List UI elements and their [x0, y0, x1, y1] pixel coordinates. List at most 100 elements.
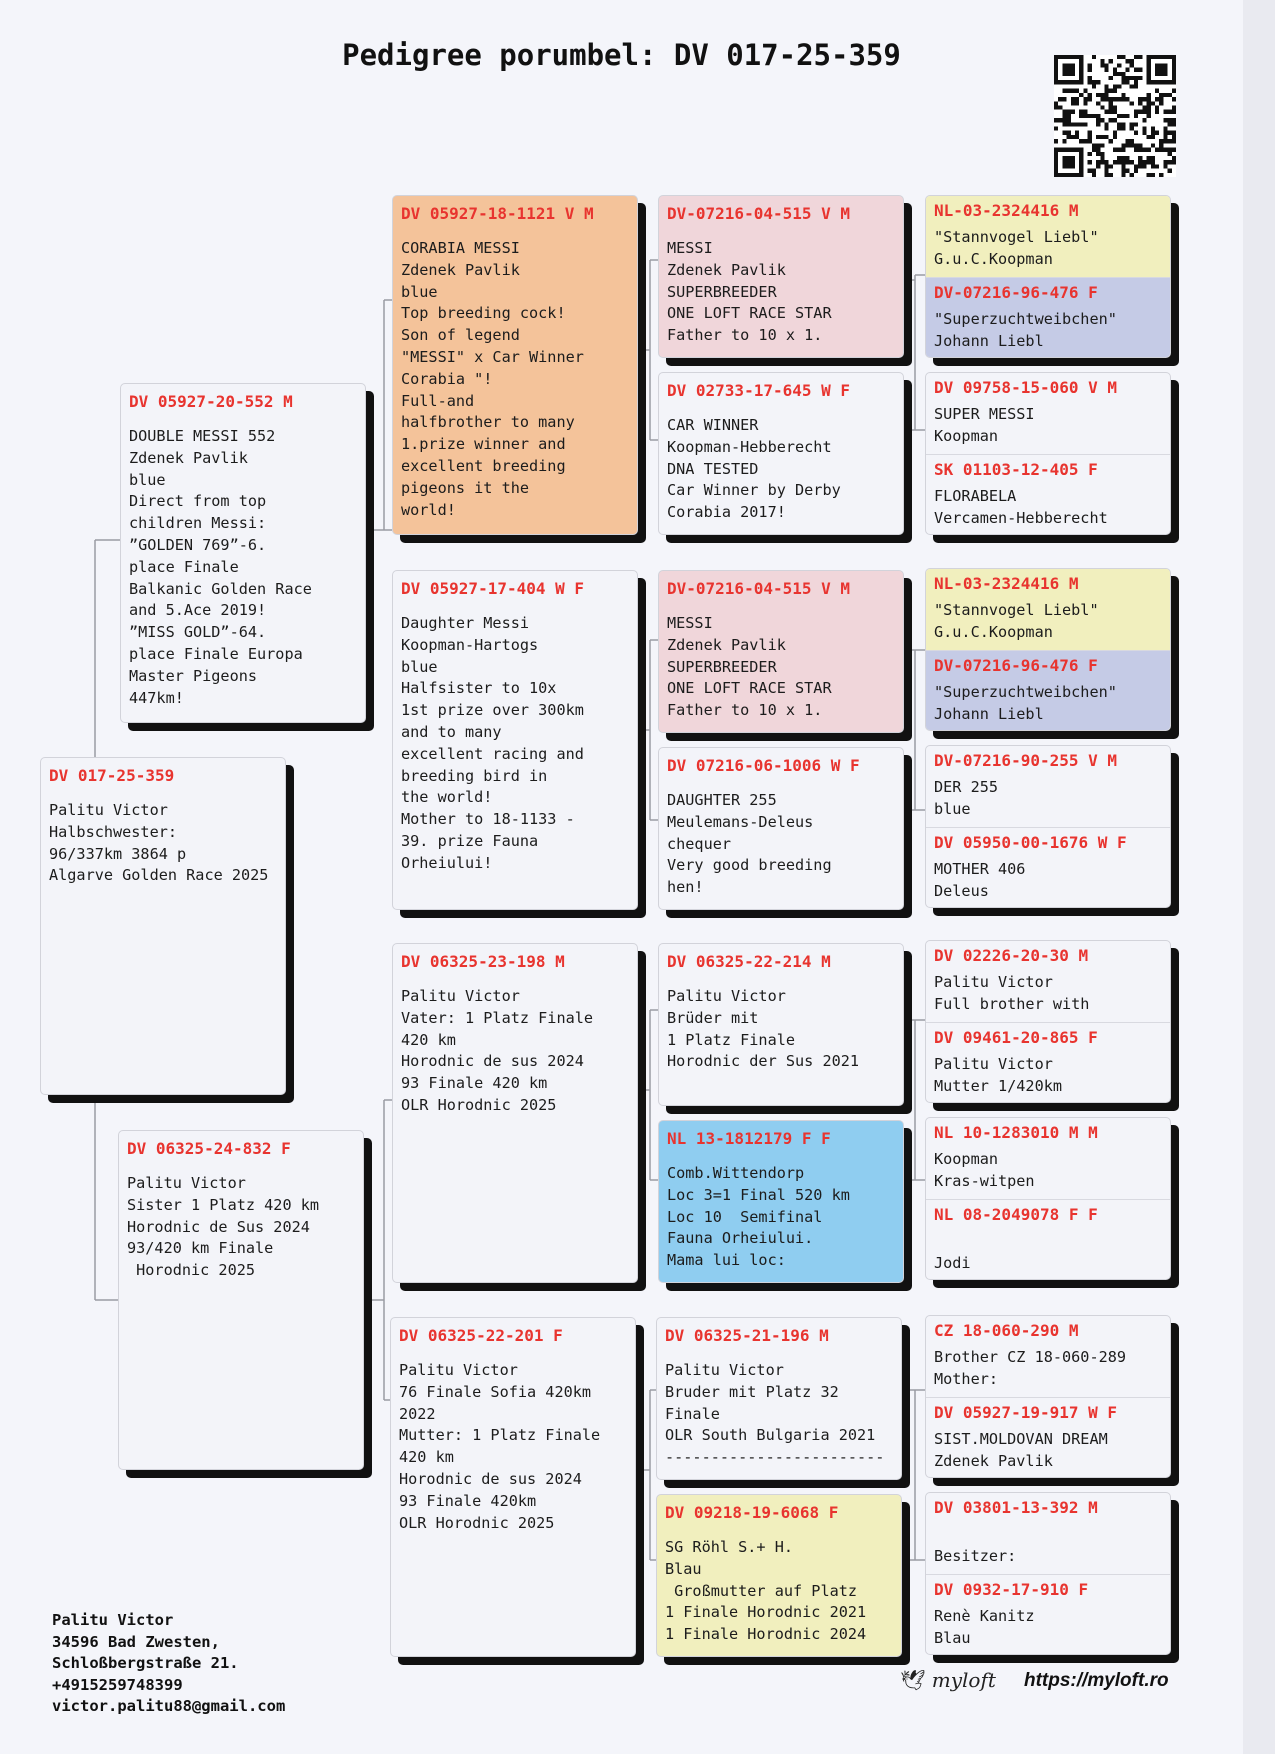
pigeon-card-paternal-grandfather[interactable]: DV 05927-18-1121 V M CORABIA MESSI Zdene… [392, 195, 638, 535]
ring-number: SK 01103-12-405 F [934, 460, 1098, 479]
card-description: "Stannvogel Liebl" G.u.C.Koopman [934, 601, 1099, 641]
card-description: Palitu Victor Full brother with [934, 973, 1090, 1013]
card-description: MESSI Zdenek Pavlik SUPERBREEDER ONE LOF… [667, 239, 832, 345]
pigeon-card-ggen-2[interactable]: DV 02733-17-645 W F CAR WINNER Koopman-H… [658, 372, 904, 535]
ancestor-male[interactable]: CZ 18-060-290 M Brother CZ 18-060-289 Mo… [926, 1316, 1170, 1397]
pigeon-card-ggen-6[interactable]: NL 13-1812179 F F Comb.Wittendorp Loc 3=… [658, 1120, 904, 1283]
card-description: FLORABELA Vercamen-Hebberecht [934, 487, 1108, 527]
card-description: CAR WINNER Koopman-Hebberecht DNA TESTED… [667, 416, 841, 522]
ring-number: DV 06325-21-196 M [665, 1326, 829, 1345]
bird-icon: 🕊 [900, 1668, 926, 1692]
ring-number: NL-03-2324416 M [934, 201, 1079, 220]
ring-number: DV 03801-13-392 M [934, 1498, 1098, 1517]
card-description: DER 255 blue [934, 778, 999, 818]
owner-contact: Palitu Victor 34596 Bad Zwesten, Schloßb… [52, 1611, 286, 1715]
ancestor-female[interactable]: DV 09461-20-865 F Palitu Victor Mutter 1… [926, 1022, 1170, 1102]
ancestor-male[interactable]: DV 02226-20-30 M Palitu Victor Full brot… [926, 941, 1170, 1022]
card-description: Palitu Victor Brüder mit 1 Platz Finale … [667, 987, 860, 1071]
myloft-logo: 🕊 myloft [900, 1668, 996, 1692]
pigeon-card-ggen-3[interactable]: DV-07216-04-515 V M MESSI Zdenek Pavlik … [658, 570, 904, 733]
ancestor-male[interactable]: DV 09758-15-060 V M SUPER MESSI Koopman [926, 373, 1170, 454]
website-link[interactable]: https://myloft.ro [1024, 1670, 1169, 1691]
card-description: "Stannvogel Liebl" G.u.C.Koopman [934, 228, 1099, 268]
ring-number: DV 05927-18-1121 V M [401, 204, 594, 223]
ancestor-male[interactable]: NL 10-1283010 M M Koopman Kras-witpen [926, 1118, 1170, 1199]
ring-number: DV 05927-17-404 W F [401, 579, 585, 598]
ancestor-pair-card-1[interactable]: NL-03-2324416 M "Stannvogel Liebl" G.u.C… [925, 195, 1171, 358]
ancestor-female[interactable]: DV 05927-19-917 W F SIST.MOLDOVAN DREAM … [926, 1397, 1170, 1477]
ancestor-pair-card-3[interactable]: NL-03-2324416 M "Stannvogel Liebl" G.u.C… [925, 568, 1171, 731]
card-description: "Superzuchtweibchen" Johann Liebl [934, 683, 1117, 723]
ring-number: DV-07216-96-476 F [934, 656, 1098, 675]
ring-number: DV 06325-24-832 F [127, 1139, 291, 1158]
ring-number: DV-07216-04-515 V M [667, 204, 851, 223]
ancestor-female[interactable]: SK 01103-12-405 F FLORABELA Vercamen-Heb… [926, 454, 1170, 534]
card-description: Palitu Victor Mutter 1/420km [934, 1055, 1063, 1095]
pigeon-card-maternal-grandfather[interactable]: DV 06325-23-198 M Palitu Victor Vater: 1… [392, 943, 638, 1283]
ring-number: DV-07216-96-476 F [934, 283, 1098, 302]
pigeon-card-father[interactable]: DV 05927-20-552 M DOUBLE MESSI 552 Zdene… [120, 383, 366, 723]
ancestor-female[interactable]: DV 0932-17-910 F Renè Kanitz Blau [926, 1574, 1170, 1654]
ring-number: DV 05950-00-1676 W F [934, 833, 1127, 852]
ring-number: DV 02733-17-645 W F [667, 381, 851, 400]
ring-number: DV 06325-22-201 F [399, 1326, 563, 1345]
card-description: Palitu Victor Halbschwester: 96/337km 38… [49, 801, 269, 885]
ancestor-female[interactable]: DV-07216-96-476 F "Superzuchtweibchen" J… [926, 650, 1170, 730]
ancestor-pair-card-6[interactable]: NL 10-1283010 M M Koopman Kras-witpen NL… [925, 1117, 1171, 1280]
card-description: Palitu Victor Bruder mit Platz 32 Finale… [665, 1361, 885, 1467]
card-description: CORABIA MESSI Zdenek Pavlik blue Top bre… [401, 239, 584, 519]
card-description: "Superzuchtweibchen" Johann Liebl [934, 310, 1117, 350]
ancestor-male[interactable]: DV-07216-90-255 V M DER 255 blue [926, 746, 1170, 827]
card-description: Renè Kanitz Blau [934, 1607, 1035, 1647]
ancestor-male[interactable]: NL-03-2324416 M "Stannvogel Liebl" G.u.C… [926, 196, 1170, 277]
pigeon-card-maternal-grandmother[interactable]: DV 06325-22-201 F Palitu Victor 76 Final… [390, 1317, 636, 1657]
card-description: Daughter Messi Koopman-Hartogs blue Half… [401, 614, 584, 872]
pigeon-card-ggen-5[interactable]: DV 06325-22-214 M Palitu Victor Brüder m… [658, 943, 904, 1106]
card-description: MESSI Zdenek Pavlik SUPERBREEDER ONE LOF… [667, 614, 832, 720]
ancestor-male[interactable]: DV 03801-13-392 M Besitzer: [926, 1493, 1170, 1574]
pigeon-card-ggen-7[interactable]: DV 06325-21-196 M Palitu Victor Bruder m… [656, 1317, 902, 1480]
ring-number: NL-03-2324416 M [934, 574, 1079, 593]
ancestor-female[interactable]: DV 05950-00-1676 W F MOTHER 406 Deleus [926, 827, 1170, 907]
ring-number: NL 08-2049078 F F [934, 1205, 1098, 1224]
card-description: SUPER MESSI Koopman [934, 405, 1035, 445]
ring-number: NL 10-1283010 M M [934, 1123, 1098, 1142]
logo-text: myloft [931, 1668, 996, 1692]
card-description: SIST.MOLDOVAN DREAM Zdenek Pavlik [934, 1430, 1108, 1470]
card-description: SG Röhl S.+ H. Blau Großmutter auf Platz… [665, 1538, 867, 1644]
ancestor-pair-card-8[interactable]: DV 03801-13-392 M Besitzer: DV 0932-17-9… [925, 1492, 1171, 1655]
pigeon-card-ggen-1[interactable]: DV-07216-04-515 V M MESSI Zdenek Pavlik … [658, 195, 904, 358]
card-description: Koopman Kras-witpen [934, 1150, 1035, 1190]
pedigree-connector-lines [94, 259, 925, 1561]
ancestor-female[interactable]: DV-07216-96-476 F "Superzuchtweibchen" J… [926, 277, 1170, 357]
ring-number: CZ 18-060-290 M [934, 1321, 1079, 1340]
ancestor-pair-card-4[interactable]: DV-07216-90-255 V M DER 255 blue DV 0595… [925, 745, 1171, 908]
card-description: Palitu Victor Sister 1 Platz 420 km Horo… [127, 1174, 320, 1280]
ring-number: DV 05927-20-552 M [129, 392, 293, 411]
ancestor-male[interactable]: NL-03-2324416 M "Stannvogel Liebl" G.u.C… [926, 569, 1170, 650]
page-title: Pedigree porumbel: DV 017-25-359 [342, 38, 901, 72]
pigeon-card-ggen-4[interactable]: DV 07216-06-1006 W F DAUGHTER 255 Meulem… [658, 747, 904, 910]
pigeon-card-paternal-grandmother[interactable]: DV 05927-17-404 W F Daughter Messi Koopm… [392, 570, 638, 910]
pigeon-card-ggen-8[interactable]: DV 09218-19-6068 F SG Röhl S.+ H. Blau G… [656, 1494, 902, 1657]
ancestor-female[interactable]: NL 08-2049078 F F Jodi [926, 1199, 1170, 1279]
card-description: Besitzer: [934, 1546, 1017, 1565]
card-description: Comb.Wittendorp Loc 3=1 Final 520 km Loc… [667, 1164, 850, 1270]
card-description: MOTHER 406 Deleus [934, 860, 1026, 900]
pigeon-card-mother[interactable]: DV 06325-24-832 F Palitu Victor Sister 1… [118, 1130, 364, 1470]
ring-number: DV 09758-15-060 V M [934, 378, 1118, 397]
ancestor-pair-card-7[interactable]: CZ 18-060-290 M Brother CZ 18-060-289 Mo… [925, 1315, 1171, 1478]
ring-number: DV 09461-20-865 F [934, 1028, 1098, 1047]
ancestor-pair-card-5[interactable]: DV 02226-20-30 M Palitu Victor Full brot… [925, 940, 1171, 1103]
ring-number: DV 0932-17-910 F [934, 1580, 1089, 1599]
ring-number: DV 07216-06-1006 W F [667, 756, 860, 775]
card-description: Palitu Victor 76 Finale Sofia 420km 2022… [399, 1361, 601, 1532]
card-description: DOUBLE MESSI 552 Zdenek Pavlik blue Dire… [129, 427, 312, 707]
ancestor-pair-card-2[interactable]: DV 09758-15-060 V M SUPER MESSI Koopman … [925, 372, 1171, 535]
card-description: Jodi [934, 1253, 971, 1272]
card-description: DAUGHTER 255 Meulemans-Deleus chequer Ve… [667, 791, 832, 897]
card-description: Brother CZ 18-060-289 Mother: [934, 1348, 1127, 1388]
ring-number: DV 06325-22-214 M [667, 952, 831, 971]
ring-number: DV 017-25-359 [49, 766, 175, 785]
pigeon-card-main[interactable]: DV 017-25-359 Palitu Victor Halbschweste… [40, 757, 286, 1095]
